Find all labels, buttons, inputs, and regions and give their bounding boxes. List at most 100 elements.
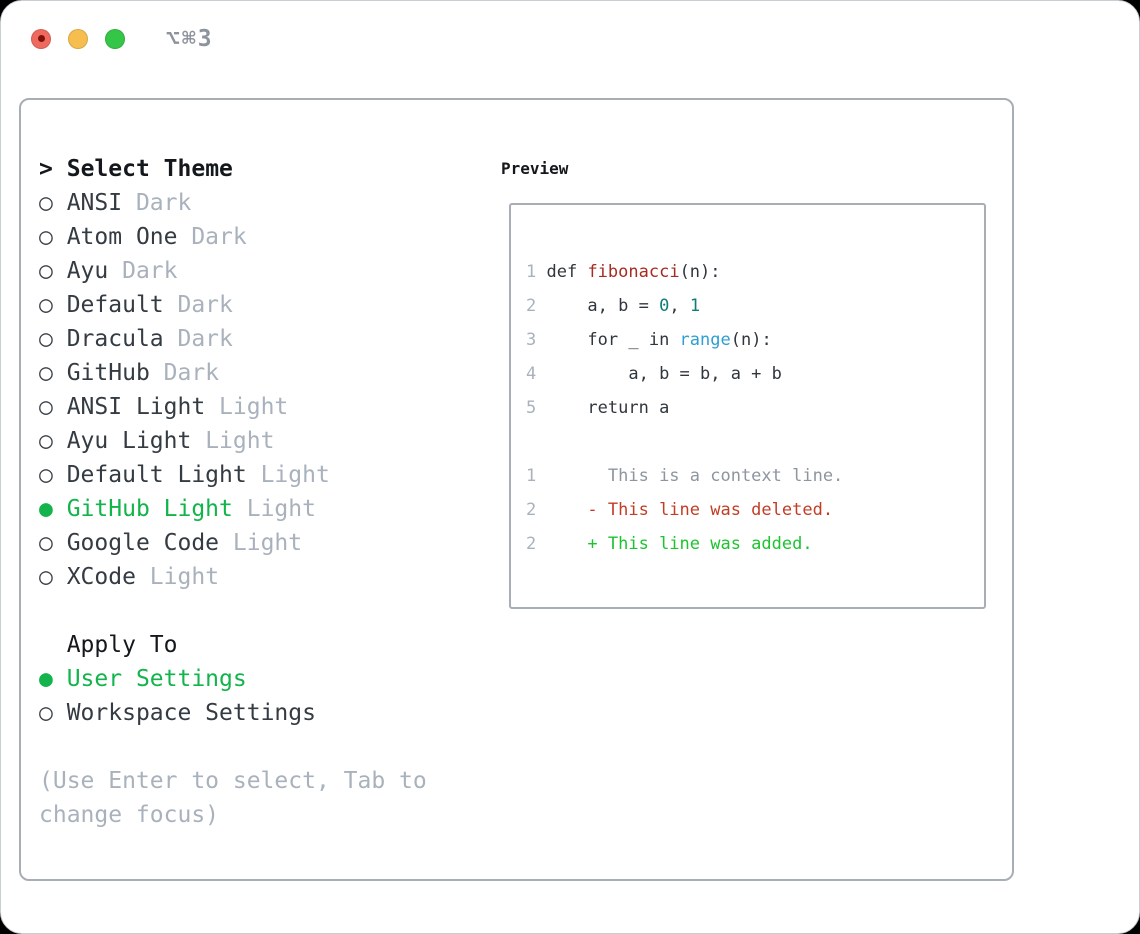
theme-item-dracula[interactable]: ○ Dracula Dark xyxy=(39,322,481,356)
theme-name: Default xyxy=(52,292,164,318)
theme-name: ANSI Light xyxy=(52,394,206,420)
line-number: 2 xyxy=(526,296,547,316)
line-number: 1 xyxy=(526,262,547,282)
theme-list: ○ ANSI Dark○ Atom One Dark○ Ayu Dark○ De… xyxy=(39,186,481,594)
theme-variant: Dark xyxy=(122,190,192,216)
line-number: 2 xyxy=(526,534,547,554)
code-token-code: def xyxy=(546,262,588,282)
theme-variant: Light xyxy=(219,530,303,556)
theme-name: GitHub Light xyxy=(52,496,233,522)
zoom-button-icon[interactable] xyxy=(105,28,125,49)
code-token-code: a, b = xyxy=(546,296,660,316)
code-line: 1 This is a context line. xyxy=(526,459,984,493)
select-theme-title-text: Select Theme xyxy=(66,156,233,182)
code-token-builtin: range xyxy=(679,330,731,350)
code-line: 3 for _ in range(n): xyxy=(526,323,984,357)
code-line: 1 def fibonacci(n): xyxy=(526,255,984,289)
preview-header: Preview xyxy=(501,152,986,186)
theme-variant: Light xyxy=(232,496,316,522)
close-dot-icon xyxy=(37,35,45,42)
code-token-code: a, b = b, a + b xyxy=(546,364,782,384)
theme-item-default-light[interactable]: ○ Default Light Light xyxy=(39,458,481,492)
help-text-line-2: change focus) xyxy=(39,802,220,828)
radio-icon: ○ xyxy=(39,360,53,386)
radio-selected-icon: ● xyxy=(39,496,53,522)
radio-icon: ○ xyxy=(39,530,53,556)
line-number: 4 xyxy=(526,364,547,384)
theme-item-ansi-light[interactable]: ○ ANSI Light Light xyxy=(39,390,481,424)
theme-variant: Dark xyxy=(149,360,220,386)
minimize-button-icon[interactable] xyxy=(68,28,88,49)
spacer xyxy=(39,594,481,628)
theme-variant: Dark xyxy=(108,258,178,284)
theme-name: XCode xyxy=(52,564,136,590)
radio-selected-icon: ● xyxy=(39,666,53,692)
code-token-code: for _ in xyxy=(546,330,680,350)
theme-variant: Light xyxy=(205,394,289,420)
preview-column: Preview 1 def fibonacci(n):2 a, b = 0, 1… xyxy=(481,152,986,879)
theme-name: ANSI xyxy=(52,190,123,216)
line-number: 2 xyxy=(526,500,547,520)
radio-icon: ○ xyxy=(39,190,53,216)
theme-name: Ayu xyxy=(52,258,109,284)
theme-item-github[interactable]: ○ GitHub Dark xyxy=(39,356,481,390)
theme-name: Default Light xyxy=(52,462,247,488)
apply-option-workspace-settings[interactable]: ○ Workspace Settings xyxy=(39,696,481,730)
radio-icon: ○ xyxy=(39,564,53,590)
theme-item-google-code[interactable]: ○ Google Code Light xyxy=(39,526,481,560)
code-token-code: , xyxy=(669,296,690,316)
radio-icon: ○ xyxy=(39,326,53,352)
window-shortcut-label: ⌥⌘3 xyxy=(166,25,214,52)
cursor-arrow-icon: > xyxy=(39,156,53,182)
theme-item-ayu-light[interactable]: ○ Ayu Light Light xyxy=(39,424,481,458)
theme-selector-panel: > Select Theme ○ ANSI Dark○ Atom One Dar… xyxy=(19,98,1014,881)
theme-item-xcode[interactable]: ○ XCode Light xyxy=(39,560,481,594)
theme-name: Google Code xyxy=(52,530,220,556)
radio-icon: ○ xyxy=(39,462,53,488)
theme-item-ansi[interactable]: ○ ANSI Dark xyxy=(39,186,481,220)
theme-name: GitHub xyxy=(52,360,150,386)
code-line: 5 return a xyxy=(526,391,984,425)
apply-to-title: Apply To xyxy=(66,632,178,658)
code-line: 2 + This line was added. xyxy=(526,527,984,561)
spacer xyxy=(39,730,481,764)
apply-list: ● User Settings○ Workspace Settings xyxy=(39,662,481,730)
theme-variant: Dark xyxy=(163,326,233,352)
radio-icon: ○ xyxy=(39,700,53,726)
close-button-icon[interactable] xyxy=(31,28,51,49)
radio-icon: ○ xyxy=(39,292,53,318)
code-token-added: + This line was added. xyxy=(546,534,813,554)
preview-title: Preview xyxy=(501,159,569,178)
theme-item-ayu[interactable]: ○ Ayu Dark xyxy=(39,254,481,288)
theme-variant: Light xyxy=(191,428,275,454)
theme-item-atom-one[interactable]: ○ Atom One Dark xyxy=(39,220,481,254)
theme-variant: Dark xyxy=(177,224,247,250)
code-blank-line xyxy=(526,425,984,459)
code-line: 4 a, b = b, a + b xyxy=(526,357,984,391)
code-token-number: 0 xyxy=(659,296,670,316)
code-token-deleted: - This line was deleted. xyxy=(546,500,834,520)
theme-item-github-light[interactable]: ● GitHub Light Light xyxy=(39,492,481,526)
code-token-code: return a xyxy=(546,398,670,418)
titlebar: ⌥⌘3 xyxy=(1,1,1139,52)
theme-variant: Light xyxy=(135,564,220,590)
theme-name: Dracula xyxy=(52,326,164,352)
radio-icon: ○ xyxy=(39,224,53,250)
theme-variant: Light xyxy=(246,462,330,488)
code-token-code: (n): xyxy=(730,330,772,350)
theme-name: Ayu Light xyxy=(52,428,192,454)
line-number: 1 xyxy=(526,466,547,486)
apply-option-label: User Settings xyxy=(52,666,247,692)
help-text-line-1: (Use Enter to select, Tab to xyxy=(39,768,427,794)
radio-icon: ○ xyxy=(39,428,53,454)
code-token-code: (n): xyxy=(679,262,721,282)
line-number: 5 xyxy=(526,398,547,418)
apply-option-user-settings[interactable]: ● User Settings xyxy=(39,662,481,696)
select-theme-header: > Select Theme xyxy=(39,152,481,186)
theme-item-default[interactable]: ○ Default Dark xyxy=(39,288,481,322)
radio-icon: ○ xyxy=(39,394,53,420)
radio-icon: ○ xyxy=(39,258,53,284)
code-line: 2 a, b = 0, 1 xyxy=(526,289,984,323)
